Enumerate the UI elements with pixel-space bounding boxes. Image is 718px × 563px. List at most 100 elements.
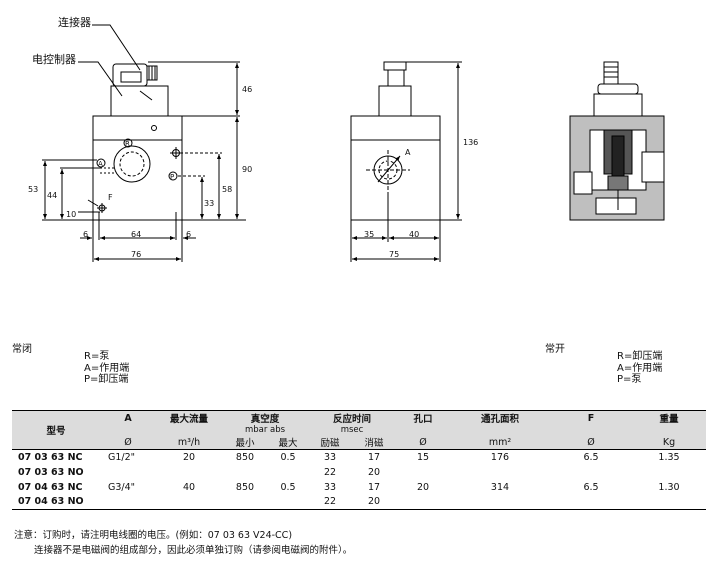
cell-weight: 1.30 <box>658 481 680 493</box>
unit-a: Ø <box>124 436 132 448</box>
cell-a <box>100 465 156 480</box>
label-controller: 电控制器 <box>32 53 76 66</box>
dim-76: 76 <box>131 250 142 259</box>
cell-off: 20 <box>367 496 381 508</box>
unit-f: Ø <box>587 436 595 448</box>
header-a: A <box>124 412 132 424</box>
dim-136: 136 <box>463 138 479 147</box>
cell-on: 22 <box>323 496 337 508</box>
cell-on: 33 <box>323 481 337 493</box>
cell-model: 07 04 63 NO <box>18 496 84 508</box>
no-legend-r: R=卸压端 <box>617 351 663 362</box>
cell-vmin: 850 <box>235 451 255 463</box>
dim-46: 46 <box>242 85 253 94</box>
cell-f: 6.5 <box>583 481 599 493</box>
cell-on: 22 <box>323 466 337 478</box>
header-vacuum: 真空度 <box>250 414 280 425</box>
cell-flow <box>156 495 222 510</box>
cell-f: 6.5 <box>583 451 599 463</box>
dim-90: 90 <box>242 165 253 174</box>
dim-33: 33 <box>204 199 215 208</box>
cell-f <box>550 465 632 480</box>
dim-53: 53 <box>28 185 39 194</box>
spec-table: 型号 A 最大流量 真空度 反应时间 孔口 通孔面积 F 重量 mbar abs… <box>12 410 706 510</box>
cell-vmax: 0.5 <box>280 451 296 463</box>
port-P: P <box>170 173 175 181</box>
cell-model: 07 03 63 NC <box>18 451 83 463</box>
dim-35: 35 <box>364 230 375 239</box>
cell-flow <box>156 465 222 480</box>
header-area: 通孔面积 <box>480 414 519 425</box>
cell-weight <box>632 465 706 480</box>
table-row: 07 04 63 NC G3/4" 40 850 0.5 33 17 20 31… <box>12 480 706 495</box>
table-row: 07 03 63 NO 22 20 <box>12 465 706 480</box>
header-orifice: 孔口 <box>413 414 433 425</box>
port-A: A <box>98 160 103 168</box>
note-line-2: 连接器不是电磁阀的组成部分，因此必须单独订购（请参阅电磁阀的附件）。 <box>34 545 353 556</box>
cell-orifice: 20 <box>416 481 430 493</box>
symbol-nc-title: 常闭 <box>12 344 32 355</box>
header-weight: 重量 <box>659 414 679 425</box>
dim-10: 10 <box>66 210 77 219</box>
unit-resp-on: 励磁 <box>320 438 340 449</box>
unit-vac-max: 最大 <box>278 438 298 449</box>
cell-a <box>100 495 156 510</box>
cell-weight <box>632 495 706 510</box>
mark-A-side: A <box>405 148 411 157</box>
cell-off: 17 <box>367 481 381 493</box>
subheader-vacuum-unit: mbar abs <box>244 425 286 435</box>
table-row: 07 04 63 NO 22 20 <box>12 495 706 510</box>
cell-vmax <box>268 495 308 510</box>
header-model: 型号 <box>46 426 66 437</box>
unit-vac-min: 最小 <box>235 438 255 449</box>
cell-off: 17 <box>367 451 381 463</box>
dim-58: 58 <box>222 185 233 194</box>
subheader-response-unit: msec <box>340 425 364 435</box>
cell-on: 33 <box>323 451 337 463</box>
mark-F: F <box>108 193 113 202</box>
cell-model: 07 03 63 NO <box>18 466 84 478</box>
nc-legend-r: R=泵 <box>84 351 110 362</box>
cell-area: 176 <box>490 451 510 463</box>
unit-area: mm² <box>488 436 512 448</box>
dim-6-left: 6 <box>83 230 89 239</box>
cell-orifice <box>396 495 450 510</box>
unit-weight: Kg <box>662 436 676 448</box>
cell-weight: 1.35 <box>658 451 680 463</box>
cell-orifice: 15 <box>416 451 430 463</box>
cell-a: G3/4" <box>108 481 136 493</box>
dim-6-right: 6 <box>186 230 192 239</box>
symbol-no-title: 常开 <box>545 344 565 355</box>
port-R: R <box>125 140 130 148</box>
cell-vmax <box>268 465 308 480</box>
header-f: F <box>587 412 595 424</box>
no-legend-a: A=作用端 <box>617 362 663 374</box>
cell-area <box>450 495 550 510</box>
dim-75: 75 <box>389 250 400 259</box>
table-row: 07 03 63 NC G1/2" 20 850 0.5 33 17 15 17… <box>12 450 706 465</box>
label-connector: 连接器 <box>58 16 91 29</box>
note-line-1: 注意：订购时，请注明电线圈的电压。(例如：07 03 63 V24-CC) <box>14 530 293 541</box>
cell-vmax: 0.5 <box>280 481 296 493</box>
front-view <box>42 24 246 262</box>
cell-vmin <box>222 465 268 480</box>
no-legend-p: P=泵 <box>617 374 642 385</box>
cell-area <box>450 465 550 480</box>
cell-orifice <box>396 465 450 480</box>
cell-f <box>550 495 632 510</box>
dim-44: 44 <box>47 191 58 200</box>
cell-vmin: 850 <box>235 481 255 493</box>
cell-flow: 40 <box>182 481 196 493</box>
cell-vmin <box>222 495 268 510</box>
header-flow: 最大流量 <box>169 414 208 425</box>
unit-orifice: Ø <box>419 436 427 448</box>
side-view <box>350 61 462 262</box>
section-view <box>569 61 665 221</box>
symbol-nc-legend: R=泵 A=作用端 P=卸压端 <box>84 351 129 386</box>
unit-flow: m³/h <box>177 436 201 448</box>
symbol-no-legend: R=卸压端 A=作用端 P=泵 <box>617 351 662 386</box>
nc-legend-p: P=卸压端 <box>84 374 129 385</box>
header-response: 反应时间 <box>332 414 371 425</box>
cell-flow: 20 <box>182 451 196 463</box>
unit-resp-off: 消磁 <box>364 438 384 449</box>
